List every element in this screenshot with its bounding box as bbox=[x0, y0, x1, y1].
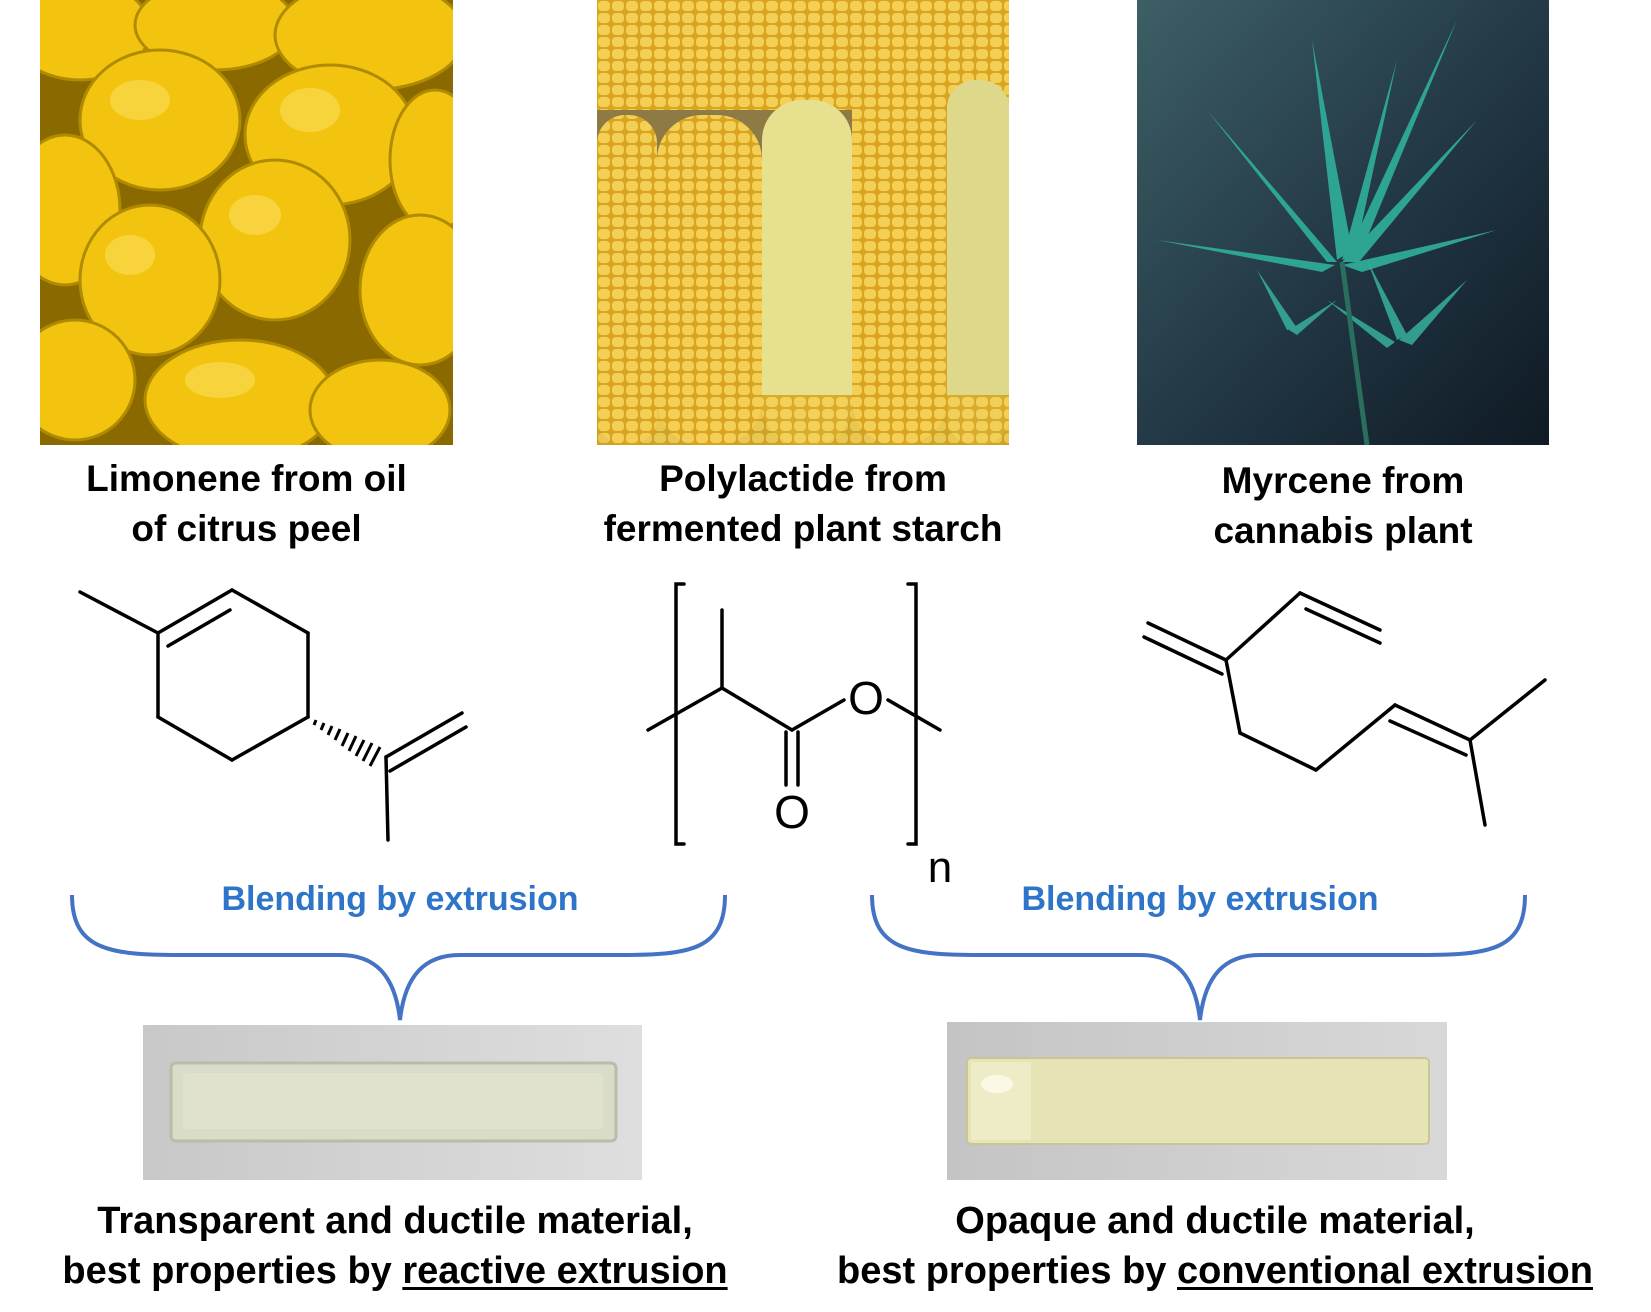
transparent-sample-photo bbox=[143, 1025, 642, 1180]
myrcene-caption: Myrcene from cannabis plant bbox=[1137, 456, 1549, 556]
myrcene-structure bbox=[1142, 591, 1547, 827]
opaque-result-text: Opaque and ductile material, best proper… bbox=[790, 1196, 1640, 1296]
right-brace bbox=[870, 894, 1527, 1021]
corn-photo bbox=[597, 0, 1009, 445]
left-blend-label: Blending by extrusion bbox=[221, 880, 579, 918]
opaque-result-prefix: best properties by bbox=[837, 1250, 1177, 1292]
polylactide-caption-line2: fermented plant starch bbox=[603, 508, 1003, 549]
pla-ester-oxygen: O bbox=[848, 672, 884, 724]
transparent-result-prefix: best properties by bbox=[62, 1250, 403, 1292]
lemons-photo bbox=[40, 0, 453, 445]
limonene-caption-line1: Limonene from oil bbox=[86, 458, 407, 499]
conventional-extrusion-emphasis: conventional extrusion bbox=[1177, 1250, 1593, 1292]
transparent-result-text: Transparent and ductile material, best p… bbox=[0, 1196, 790, 1296]
limonene-structure bbox=[78, 588, 468, 842]
limonene-caption: Limonene from oil of citrus peel bbox=[40, 454, 453, 554]
reactive-extrusion-emphasis: reactive extrusion bbox=[402, 1250, 728, 1292]
pla-carbonyl-oxygen: O bbox=[774, 786, 810, 838]
limonene-caption-line2: of citrus peel bbox=[131, 508, 362, 549]
myrcene-caption-line2: cannabis plant bbox=[1213, 510, 1473, 551]
pla-repeat-subscript: n bbox=[928, 843, 952, 890]
polylactide-caption-line1: Polylactide from bbox=[659, 458, 947, 499]
left-brace bbox=[70, 894, 727, 1021]
opaque-sample-photo bbox=[947, 1022, 1447, 1180]
polylactide-structure: O O n bbox=[646, 582, 952, 890]
right-blend-label: Blending by extrusion bbox=[1021, 880, 1379, 918]
cannabis-photo bbox=[1137, 0, 1549, 445]
transparent-result-line1: Transparent and ductile material, bbox=[97, 1200, 693, 1242]
polylactide-caption: Polylactide from fermented plant starch bbox=[553, 454, 1053, 554]
myrcene-caption-line1: Myrcene from bbox=[1221, 460, 1465, 501]
transparent-result-line2: best properties by reactive extrusion bbox=[0, 1246, 790, 1296]
opaque-result-line1: Opaque and ductile material, bbox=[955, 1200, 1475, 1242]
opaque-result-line2: best properties by conventional extrusio… bbox=[790, 1246, 1640, 1296]
